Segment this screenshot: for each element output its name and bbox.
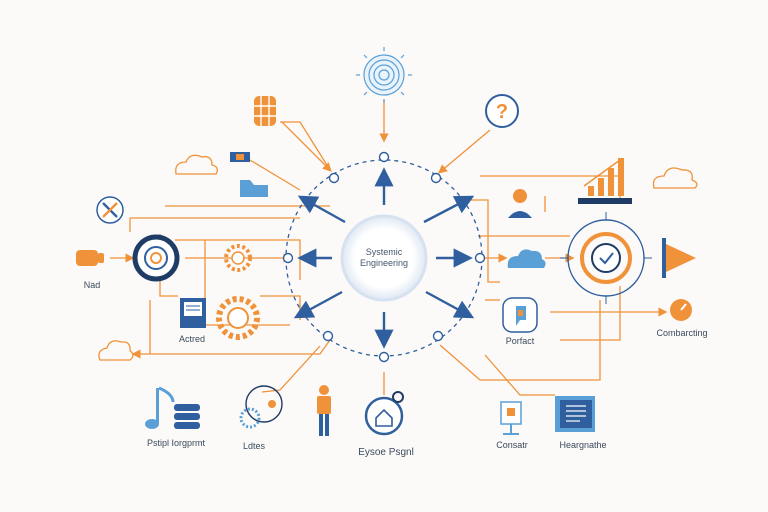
target-icon <box>132 234 180 282</box>
cloud-icon <box>652 167 698 189</box>
ring-nodes <box>282 151 486 363</box>
magnifier-home-icon <box>364 391 404 436</box>
svg-text:?: ? <box>496 101 508 123</box>
label-bottom-2: Ldtes <box>242 441 266 451</box>
label-bottom-4: Consatr <box>496 440 528 450</box>
cloud-icon <box>507 249 546 268</box>
bar-chart-icon <box>578 158 632 204</box>
label-right-end: Combarcting <box>656 328 708 338</box>
person-icon <box>508 189 532 218</box>
cloud-icon <box>98 340 134 361</box>
center-label: Systemic Engineering <box>344 247 424 269</box>
cloud-icon <box>175 154 218 175</box>
folder-icon <box>240 180 268 197</box>
center-arrows <box>293 167 475 349</box>
label-left-top: Nad <box>83 280 101 290</box>
arrow-triangle-icon <box>662 238 696 278</box>
gear-icon <box>216 296 260 340</box>
center-label-line2: Engineering <box>359 258 409 268</box>
brain-icon <box>356 47 412 103</box>
label-bottom-3: Eysoe Psgnl <box>358 447 414 458</box>
label-right-mid: Porfact <box>505 336 535 346</box>
book-icon <box>555 396 595 432</box>
gear-icon <box>224 244 252 272</box>
person-icon <box>317 385 331 436</box>
hand-icon <box>76 250 104 266</box>
music-note-icon <box>145 386 200 429</box>
question-icon: ? <box>485 94 519 128</box>
device-icon <box>230 152 250 162</box>
label-bottom-1: Pstipl Iorgprmt <box>146 438 206 448</box>
tools-icon <box>96 196 124 224</box>
label-left-mid: Actred <box>178 334 206 344</box>
document-icon <box>180 298 206 328</box>
center-label-line1: Systemic <box>365 247 403 257</box>
center-node <box>340 214 428 302</box>
clock-target-icon <box>560 212 652 304</box>
label-bottom-5: Heargnathe <box>559 440 607 450</box>
compass-icon <box>670 299 692 321</box>
people-gear-icon <box>239 385 283 429</box>
database-icon <box>254 96 276 126</box>
cup-icon <box>500 401 522 435</box>
phone-icon <box>502 297 538 333</box>
